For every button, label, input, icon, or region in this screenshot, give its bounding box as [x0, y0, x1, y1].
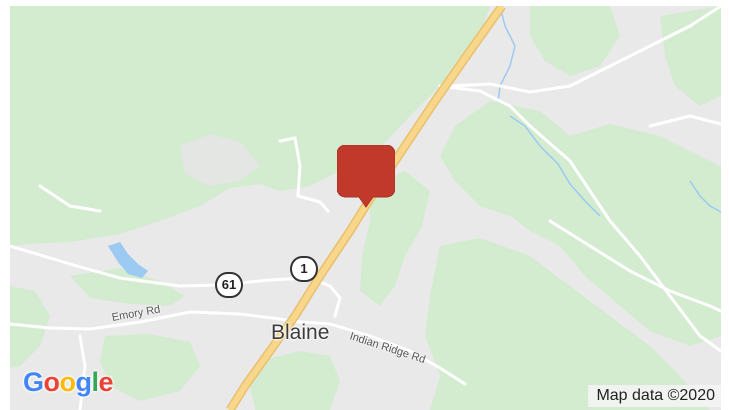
route-shield-1: 1	[290, 256, 318, 282]
forest-area	[660, 6, 721, 106]
forest-area	[360, 171, 430, 306]
highway-route-1	[227, 6, 505, 410]
logo-letter: G	[23, 367, 44, 397]
map-attribution[interactable]: Map data ©2020	[588, 385, 721, 407]
logo-letter: o	[43, 367, 61, 397]
minor-roads	[10, 6, 721, 410]
logo-letter: l	[91, 367, 100, 397]
map-view[interactable]: Emory Rd Indian Ridge Rd 61 1 Blaine Goo…	[10, 6, 721, 410]
google-logo[interactable]: Google	[23, 367, 114, 397]
logo-letter: o	[59, 367, 77, 397]
forest-area	[530, 6, 620, 76]
forest-area	[425, 238, 710, 410]
forest-area	[70, 268, 185, 306]
route-shield-number: 1	[300, 261, 308, 276]
map-canvas[interactable]	[10, 6, 721, 410]
forest-area	[600, 166, 680, 236]
marker-shape	[337, 145, 395, 208]
forest-area	[100, 334, 200, 401]
cleared-area	[180, 134, 260, 186]
forest-area	[10, 6, 490, 246]
stream	[509, 115, 601, 217]
stream	[689, 180, 721, 213]
town-label-blaine: Blaine	[271, 321, 330, 344]
pond	[108, 242, 148, 278]
logo-letter: g	[75, 367, 93, 397]
forest-area	[250, 351, 340, 410]
map-marker-icon[interactable]	[337, 145, 395, 209]
forest-area	[440, 101, 721, 346]
route-shield-number: 61	[221, 277, 237, 292]
route-shield-61: 61	[215, 272, 243, 298]
logo-letter: e	[98, 367, 114, 397]
stream	[497, 6, 516, 103]
